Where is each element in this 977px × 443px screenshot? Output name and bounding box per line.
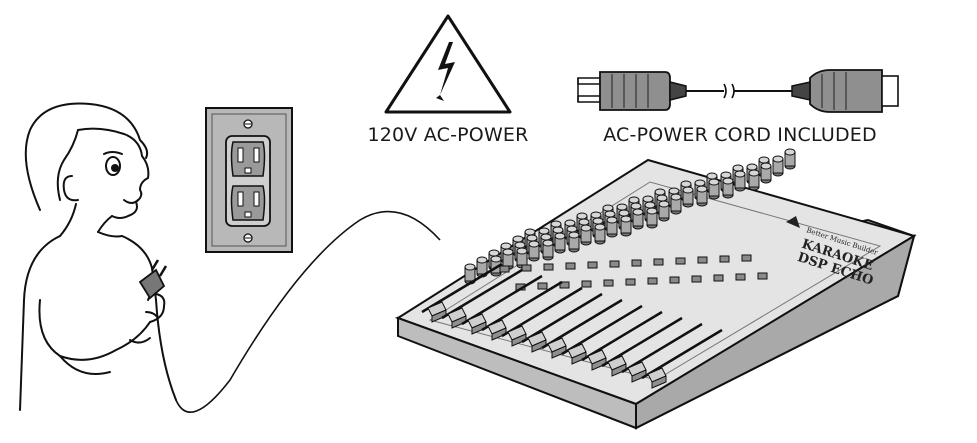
mixer-button [499, 265, 510, 273]
mixer-fader [421, 262, 503, 323]
mixer-button [625, 278, 636, 286]
mixer-knob [722, 177, 734, 199]
mixer-button [675, 257, 686, 265]
mixer-knob [554, 232, 566, 254]
mixer-button [631, 259, 642, 267]
mixer-fader [461, 274, 543, 335]
mixer-fader [621, 322, 703, 383]
mixer-button [537, 282, 548, 290]
mixer-knob [670, 193, 682, 215]
mixer-knob [464, 263, 476, 285]
mixer-button [735, 273, 746, 281]
mixer-button [691, 275, 702, 283]
mixer-knob [620, 215, 632, 237]
mixer-fader [441, 268, 523, 329]
mixer-fader [541, 298, 623, 359]
mixer-button [741, 254, 752, 262]
mixer-button [757, 272, 768, 280]
mixer-fader [521, 292, 603, 353]
mixer-button [521, 264, 532, 272]
mixer-button [559, 281, 570, 289]
mixer-fader [481, 280, 563, 341]
mixer-knob [490, 255, 502, 277]
mixer-knob [708, 178, 720, 200]
mixer-button [713, 274, 724, 282]
mixer-knob [734, 170, 746, 192]
mixer-knob [528, 240, 540, 262]
mixer-knob [580, 224, 592, 246]
mixer-fader [501, 286, 583, 347]
mixer-button [669, 276, 680, 284]
voltage-label: 120V AC-POWER [367, 124, 528, 146]
wall-outlet [205, 107, 293, 253]
mixer-knob [760, 162, 772, 184]
power-cord-icon [577, 69, 899, 113]
mixer-knob [748, 169, 760, 191]
mixer-button [581, 280, 592, 288]
mixer-knob [568, 231, 580, 253]
mixer-knob [632, 208, 644, 230]
mixer-button [653, 258, 664, 266]
mixer-button [603, 279, 614, 287]
mixer-fader [641, 328, 723, 389]
mixer-knob [784, 148, 796, 170]
mixer-knob [542, 239, 554, 261]
mixer-button [543, 263, 554, 271]
mixer-knob [606, 216, 618, 238]
mixer-button [647, 277, 658, 285]
mixer-power-cable [175, 210, 441, 413]
mixer-knob [772, 155, 784, 177]
karaoke-mixer: Better Music Builder KARAOKE DSP ECHO [394, 148, 917, 430]
mixer-button [587, 261, 598, 269]
mixer-knob [696, 185, 708, 207]
mixer-button [697, 256, 708, 264]
mixer-knob [658, 200, 670, 222]
mixer-fader [581, 310, 663, 371]
mixer-fader [601, 316, 683, 377]
mixer-knob [682, 186, 694, 208]
person-figure [19, 102, 177, 411]
high-voltage-warning-icon [384, 14, 512, 114]
mixer-knob [594, 223, 606, 245]
mixer-button [719, 255, 730, 263]
mixer-button [565, 262, 576, 270]
cord-label: AC-POWER CORD INCLUDED [603, 124, 877, 146]
mixer-button [609, 260, 620, 268]
mixer-knob [646, 207, 658, 229]
